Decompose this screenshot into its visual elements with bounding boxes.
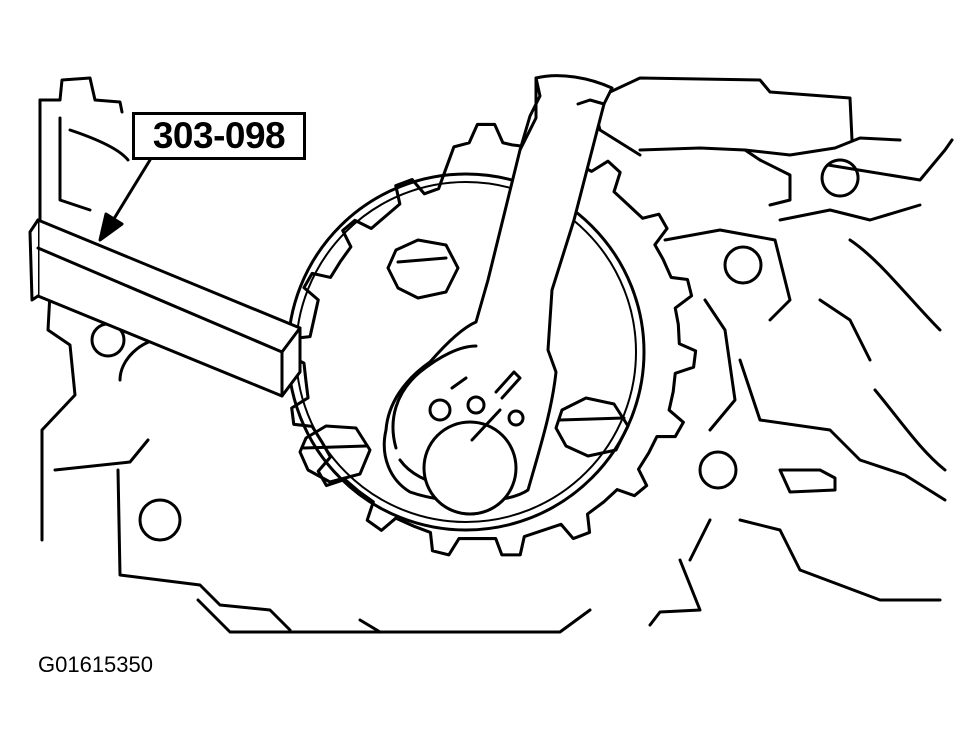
bolt-head [386, 238, 460, 300]
figure-id: G01615350 [38, 652, 153, 677]
locking-tool-bar [28, 218, 302, 398]
callout-arrow-icon [98, 158, 152, 242]
holding-wrench [382, 74, 614, 516]
tool-number-label: 303-098 [132, 112, 306, 160]
bolt-head [554, 396, 630, 458]
bolt-head [298, 424, 372, 484]
sprocket-teeth [286, 122, 698, 557]
